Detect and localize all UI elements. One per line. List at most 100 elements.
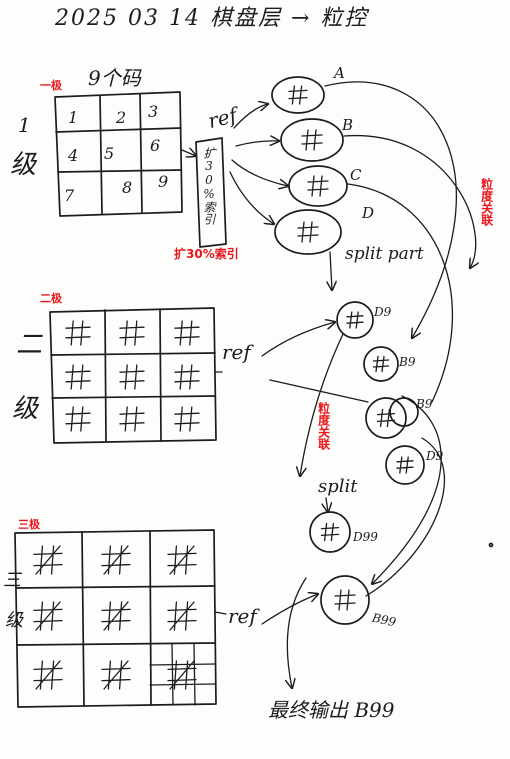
node-hash — [334, 589, 356, 611]
label-b: B — [342, 116, 354, 134]
split-part-label: split part — [345, 244, 424, 264]
node-d99 — [309, 511, 351, 553]
grid2-cell-hash — [65, 364, 91, 390]
grid3-cell-hash — [167, 601, 197, 631]
hash-stroke — [320, 522, 340, 542]
page-title: 2025 03 14 棋盘层 → 粒控 — [55, 6, 369, 31]
level1-ref: ref — [205, 102, 240, 134]
label-d9: D9 — [374, 305, 392, 319]
hash-stroke — [372, 355, 390, 373]
hash-stroke — [307, 175, 329, 197]
ink-dot — [488, 542, 494, 548]
cell-8: 8 — [122, 178, 133, 197]
grid2-cell-hash — [65, 406, 91, 432]
node-b9 — [363, 346, 399, 382]
level1-side-number: 1 — [18, 113, 31, 137]
grid-level2 — [49, 307, 217, 444]
node-hash — [396, 456, 414, 474]
grid3-cell-hash — [101, 601, 131, 631]
hash-stroke — [119, 320, 145, 346]
grid3-cell-hash — [167, 660, 197, 690]
hash-stroke — [174, 406, 200, 432]
arrow-ref2-to-d9 — [261, 322, 335, 357]
granularity-label-mid: 粒度关联 — [316, 402, 331, 450]
hash-stroke — [65, 406, 91, 432]
hash-stroke — [65, 364, 91, 390]
hash-stroke — [119, 364, 145, 390]
hash-stroke — [101, 601, 131, 631]
hash-stroke — [334, 589, 356, 611]
grid3-cell-hash — [33, 601, 63, 631]
cell-6: 6 — [150, 136, 161, 155]
hash-stroke — [297, 221, 319, 243]
hash-stroke — [376, 408, 396, 428]
node-d9 — [336, 301, 374, 339]
grid3-cell-hash — [167, 545, 197, 575]
curve-cluster-to-b99 — [372, 395, 442, 584]
arrow-split-part — [330, 251, 332, 290]
level2-ref: ref — [222, 340, 251, 364]
grid-level1 — [54, 91, 183, 217]
node-hash — [372, 355, 390, 373]
level2-side-char-1: 二 — [16, 330, 43, 360]
level2-side-char-2: 级 — [12, 394, 39, 424]
cell-1: 1 — [68, 108, 79, 127]
hash-stroke — [65, 320, 91, 346]
arrow-ref-b — [235, 141, 279, 147]
level3-side-char-2: 级 — [5, 610, 23, 631]
node-a — [271, 76, 325, 114]
cell-2: 2 — [116, 108, 127, 127]
grid2-cell-hash — [119, 320, 145, 346]
hash-stroke — [119, 406, 145, 432]
hash-stroke — [288, 85, 308, 105]
hash-stroke — [167, 545, 197, 575]
level1-side-char: 级 — [10, 150, 37, 180]
arrow-d9-to-split — [300, 333, 344, 476]
arrow-ref3-to-b99 — [261, 594, 318, 625]
node-hash — [288, 85, 308, 105]
grid3-cell-hash — [33, 660, 63, 690]
arrow-grid-to-index — [181, 150, 196, 156]
hash-stroke — [167, 660, 197, 690]
node-b99 — [320, 575, 370, 625]
hash-stroke — [346, 311, 364, 329]
level3-side-char-1: 三 — [3, 570, 21, 591]
hash-stroke — [396, 456, 414, 474]
node-b9-cluster — [365, 397, 407, 439]
hash-stroke — [167, 601, 197, 631]
label-d9-cluster: D9 — [426, 449, 444, 463]
node-cluster-small — [389, 397, 419, 427]
node-hash — [346, 311, 364, 329]
hash-stroke — [101, 545, 131, 575]
label-c: C — [350, 166, 362, 184]
node-hash — [301, 129, 323, 151]
label-a: A — [334, 64, 345, 82]
index-box-text: 扩30%索引 — [202, 147, 216, 225]
cell-5: 5 — [104, 144, 115, 163]
hash-stroke — [33, 601, 63, 631]
node-c — [288, 165, 348, 207]
level1-header: 9个码 — [88, 66, 141, 90]
node-hash — [297, 221, 319, 243]
node-b — [280, 118, 344, 162]
hash-stroke — [301, 129, 323, 151]
grid2-cell-hash — [65, 320, 91, 346]
curve-cluster-to-b99-2 — [365, 437, 446, 597]
index-label: 扩30%索引 — [174, 247, 239, 261]
cell-3: 3 — [148, 102, 159, 121]
grid2-cell-hash — [119, 406, 145, 432]
line-grid3-to-ref — [214, 611, 227, 615]
curve-assoc-1 — [324, 81, 457, 338]
arrow-ref-c — [231, 159, 288, 186]
hash-stroke — [33, 660, 63, 690]
final-output: 最终输出 B99 — [268, 698, 395, 722]
cell-4: 4 — [68, 146, 79, 165]
level3-tag: 三极 — [18, 518, 40, 531]
node-d — [274, 209, 342, 255]
cell-7: 7 — [64, 186, 75, 205]
hash-stroke — [101, 660, 131, 690]
node-hash — [307, 175, 329, 197]
line-ref2-to-cluster — [269, 379, 369, 403]
